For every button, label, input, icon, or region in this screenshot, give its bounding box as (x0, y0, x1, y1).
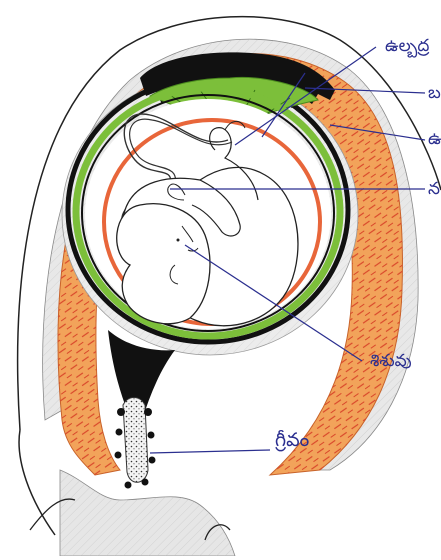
body-outline-left (19, 430, 55, 535)
label-2: బ (428, 85, 441, 102)
label-placenta: ఉల్బద్ర (385, 38, 429, 55)
label-3: ఉ (428, 131, 441, 148)
fetus-head (117, 204, 210, 324)
leader-cervix (150, 450, 270, 453)
label-4: న (428, 181, 440, 198)
label-cervix: గ్రీవం (275, 431, 309, 450)
label-fetus: శిశువు (370, 353, 412, 370)
